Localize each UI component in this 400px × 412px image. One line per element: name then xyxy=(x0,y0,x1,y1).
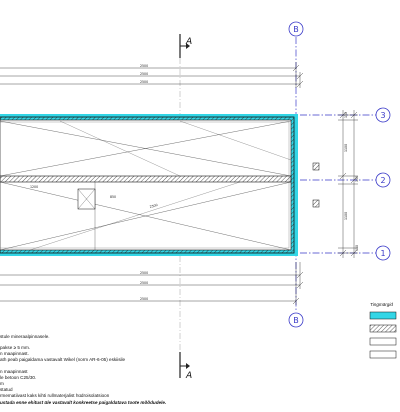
bottom-dimension-chains xyxy=(0,262,304,305)
legend xyxy=(369,311,397,359)
right-dimension-chains xyxy=(338,110,358,258)
section-label-top: A xyxy=(185,37,192,47)
legend-swatch-hatched xyxy=(369,324,397,333)
note-3: pakse ≥ 5 mm. xyxy=(0,345,31,350)
dim-right-a: 150 xyxy=(344,112,348,118)
section-cut-top: A xyxy=(179,34,192,58)
dim-inner-1: 1200 xyxy=(30,185,38,189)
note-5: ath peab paigaldama vastavalt Wikel (nor… xyxy=(0,357,126,362)
note-9: m xyxy=(0,381,4,386)
section-cut-bottom: A xyxy=(179,352,192,381)
dim-inner-3: 850 xyxy=(110,195,116,199)
note-8: le betoon C25/30. xyxy=(0,375,37,380)
dim-top-2: 2500 xyxy=(140,72,148,76)
grid-bubble-1 xyxy=(375,245,391,261)
grid-bubble-3 xyxy=(375,107,391,123)
section-label-bottom: A xyxy=(185,371,192,381)
slab-plan xyxy=(0,114,298,256)
note-4: n maapinnast. xyxy=(0,351,29,356)
slab-inner xyxy=(0,119,292,251)
note-12: ustada enne ehitust üle vastavalt konkre… xyxy=(0,400,167,405)
legend-swatch-blank xyxy=(369,350,397,359)
dim-right-b: 1100 xyxy=(344,144,348,152)
grid-label-1: 1 xyxy=(380,249,385,258)
legend-swatch-concrete xyxy=(369,337,397,346)
note-7: n maapinnast xyxy=(0,369,28,374)
dim-bottom-3: 2500 xyxy=(140,297,148,301)
grid-label-b-top: B xyxy=(293,25,299,34)
middle-beam xyxy=(0,175,292,183)
grid-label-b-bottom: B xyxy=(293,316,299,325)
dim-right-e: 150 xyxy=(355,245,359,251)
legend-title: Tingmärgid xyxy=(370,302,393,307)
grid-bubble-b-bottom xyxy=(288,312,304,328)
pile-marker-upper xyxy=(312,162,320,171)
dim-inner-2: 2500 xyxy=(149,203,158,209)
note-11: rmematiivast kaks kihti rullmaterjalist … xyxy=(0,393,110,398)
grid-label-2: 2 xyxy=(380,176,385,185)
pile-marker-lower xyxy=(312,199,320,208)
dim-right-c: 150 xyxy=(355,176,359,182)
grid-bubble-b-top xyxy=(288,21,304,37)
note-1: stule mineraalpinnasele. xyxy=(0,334,50,339)
legend-swatch-waterproofing xyxy=(369,311,397,320)
dim-bottom-1: 2500 xyxy=(140,271,148,275)
grid-bubble-2 xyxy=(375,172,391,188)
top-dimension-chains xyxy=(0,62,304,88)
dim-right-d: 1100 xyxy=(344,212,348,220)
grid-label-3: 3 xyxy=(380,111,385,120)
dim-top-1: 2500 xyxy=(140,64,148,68)
dim-top-3: 2500 xyxy=(140,80,148,84)
note-10: statud xyxy=(0,387,13,392)
dim-bottom-2: 2500 xyxy=(140,281,148,285)
